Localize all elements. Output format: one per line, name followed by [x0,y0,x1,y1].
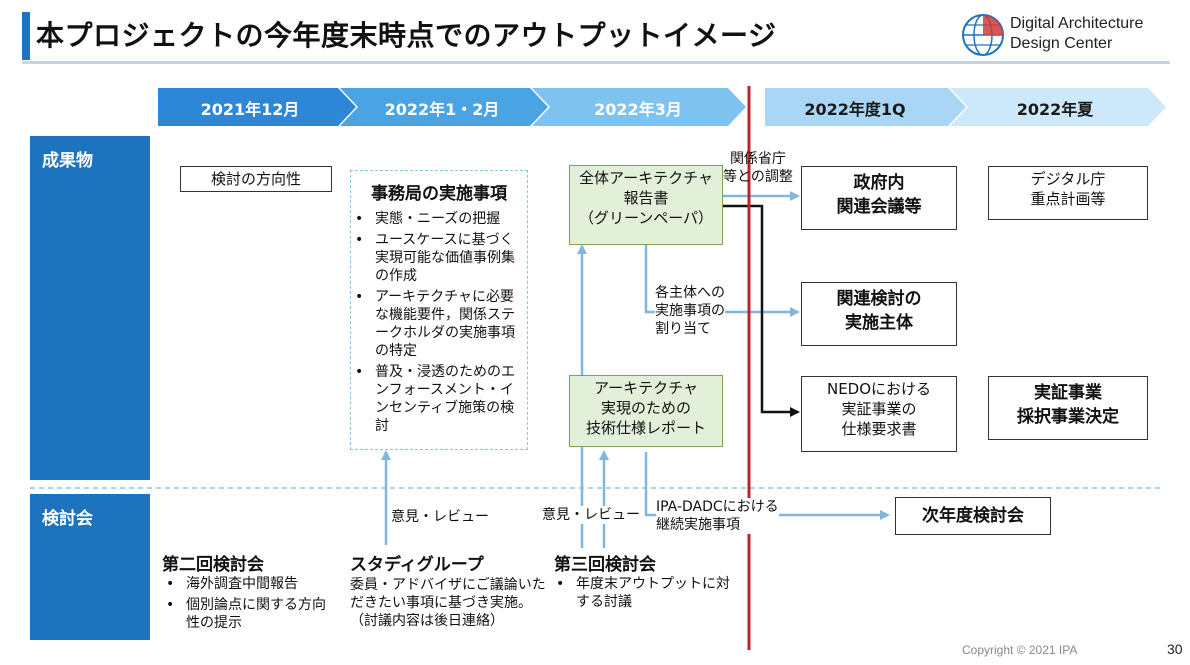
green-paper-line: （グリーンペーパ） [578,209,714,227]
secretariat-item: ユースケースに基づく実現可能な価値事例集の作成 [351,231,521,285]
demo-project-line: 実証事業 [1034,383,1102,403]
copyright: Copyright © 2021 IPA [962,643,1078,657]
gov-meeting-line: 関連会議等 [836,197,922,217]
arrow-ipa-continuation [644,452,890,520]
related-actors-line: 実施主体 [845,313,913,333]
next-committee-box: 次年度検討会 [895,497,1051,535]
demo-project-line: 採択事業決定 [1017,407,1119,427]
gov-meeting-line: 政府内 [853,173,905,193]
tech-report-line: 実現のための [600,399,691,417]
ipa-dadc-line: 継続実施事項 [656,516,779,534]
row-label-deliverables-text: 成果物 [42,151,93,171]
second-meeting-list: 海外調査中間報告 個別論点に関する方向性の提示 [162,575,337,635]
ministry-coord-line: 等との調整 [723,169,793,185]
timeline-label-3: 2022年3月 [594,100,682,119]
allocation-line: 各主体への [655,285,725,301]
related-actors-box: 関連検討の 実施主体 [801,282,957,346]
tech-report-line: アーキテクチャ [594,379,698,397]
gov-meeting-box: 政府内 関連会議等 [801,166,957,230]
title-accent-bar [22,12,30,60]
green-paper-line: 全体アーキテクチャ [579,169,713,187]
third-meeting-title: 第三回検討会 [554,555,656,575]
timeline-chevron-4 [765,88,966,126]
allocation-line: 実施事項の [655,303,725,319]
nedo-line: 仕様要求書 [841,420,917,438]
arrow-to-nedo [722,204,800,417]
timeline-label-2: 2022年1・2月 [384,100,500,119]
secretariat-item: アーキテクチャに必要な機能要件，関係ステークホルダの実施事項の特定 [351,288,521,360]
demo-project-box: 実証事業 採択事業決定 [988,376,1148,440]
secretariat-list: 実態・ニーズの把握 ユースケースに基づく実現可能な価値事例集の作成 アーキテクチ… [351,210,527,435]
third-meeting-list: 年度末アウトプットに対する討議 [552,575,737,614]
study-group-line: （討議内容は後日連絡） [350,613,504,629]
direction-box: 検討の方向性 [180,166,332,192]
nedo-line: NEDOにおける [826,380,932,398]
title-divider [22,61,1170,64]
page-title: 本プロジェクトの今年度末時点でのアウトプットイメージ [36,19,777,52]
row-label-deliverables: 成果物 [30,136,150,480]
third-meeting-item: 年度末アウトプットに対する討議 [552,575,737,611]
second-meeting-title: 第二回検討会 [162,555,264,575]
nedo-box: NEDOにおける 実証事業の 仕様要求書 [801,376,957,452]
timeline-chevron-3 [532,88,746,126]
timeline-chevron-5 [950,88,1166,126]
ministry-coord-line: 関係省庁 [729,151,786,167]
second-meeting-item: 海外調査中間報告 [162,575,337,593]
row-label-committee-text: 検討会 [42,509,93,529]
globe-logo-icon [962,14,1004,56]
page-number: 30 [1167,641,1183,657]
study-group-line: 委員・アドバイザにご議論いた [350,577,546,593]
study-group-text: 委員・アドバイザにご議論いた だきたい事項に基づき実施。 （討議内容は後日連絡） [350,576,546,630]
ipa-dadc-label: IPA-DADCにおける 継続実施事項 [656,498,779,534]
related-actors-line: 関連検討の [836,289,922,309]
timeline-label-1: 2021年12月 [200,100,300,119]
digital-agency-line: デジタル庁 [1030,170,1106,188]
timeline-chevron-2 [340,88,548,126]
logo-line-1: Digital Architecture [1010,15,1144,32]
secretariat-item: 実態・ニーズの把握 [351,210,521,228]
ministry-coord-label: 関係省庁 等との調整 [723,150,793,186]
logo-text: Digital Architecture Design Center [1010,14,1143,54]
nedo-line: 実証事業の [841,400,917,418]
allocation-line: 割り当て [655,321,711,337]
second-meeting-item: 個別論点に関する方向性の提示 [162,596,337,632]
row-label-committee: 検討会 [30,494,150,640]
timeline-chevron-1 [158,88,356,126]
study-group-line: だきたい事項に基づき実施。 [350,595,532,611]
digital-agency-line: 重点計画等 [1030,190,1106,208]
tech-report-box: アーキテクチャ 実現のための 技術仕様レポート [569,375,723,447]
digital-agency-box: デジタル庁 重点計画等 [988,166,1148,220]
ipa-dadc-line: IPA-DADCにおける [656,498,779,516]
logo-line-2: Design Center [1010,35,1113,52]
green-paper-line: 報告書 [623,189,669,207]
secretariat-box: 事務局の実施事項 実態・ニーズの把握 ユースケースに基づく実現可能な価値事例集の… [350,170,528,450]
opinion-label-2: 意見・レビュー [542,506,640,524]
timeline-label-4: 2022年度1Q [804,100,906,119]
arrow-allocation [644,242,800,317]
study-group-title: スタディグループ [350,555,484,575]
tech-report-line: 技術仕様レポート [585,419,706,437]
timeline-label-5: 2022年夏 [1016,100,1094,119]
secretariat-title: 事務局の実施事項 [371,184,507,204]
opinion-label-1: 意見・レビュー [391,509,489,525]
secretariat-item: 普及・浸透のためのエンフォースメント・インセンティブ施策の検討 [351,363,521,435]
green-paper-box: 全体アーキテクチャ 報告書 （グリーンペーパ） [569,165,723,245]
allocation-label: 各主体への 実施事項の 割り当て [655,284,725,338]
